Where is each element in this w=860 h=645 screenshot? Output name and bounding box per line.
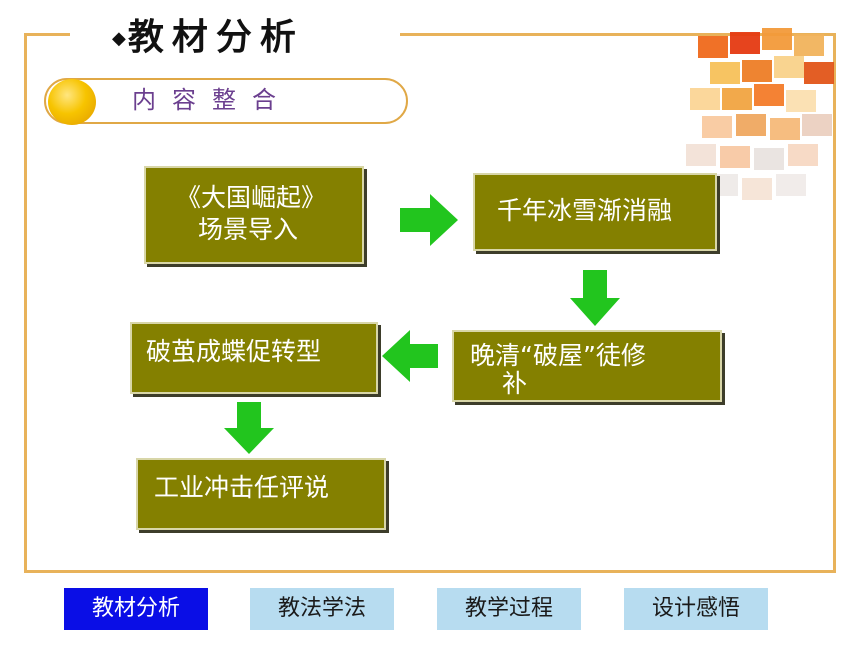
flow-box-industry-line1: 工业冲击任评说 xyxy=(154,473,330,502)
flow-box-intro-line1: 《大国崛起》 xyxy=(176,183,327,212)
right-arrow-icon xyxy=(400,194,458,246)
left-arrow-icon xyxy=(382,330,438,382)
slide-title: ◆教材分析 xyxy=(112,14,304,62)
flow-box-qing: 晚清“破屋”徒修 补 xyxy=(452,330,722,402)
flow-box-intro: 《大国崛起》 场景导入 xyxy=(144,166,364,264)
flow-box-industry: 工业冲击任评说 xyxy=(136,458,386,530)
nav-tab-textbook-analysis[interactable]: 教材分析 xyxy=(64,588,208,630)
flow-box-qing-line1: 晚清“破屋”徒修 xyxy=(470,341,646,370)
flow-box-transform-line1: 破茧成蝶促转型 xyxy=(146,337,322,366)
orange-ball-icon xyxy=(48,79,96,125)
slide-title-text: 教材分析 xyxy=(127,17,304,58)
nav-tab-design-reflection[interactable]: 设计感悟 xyxy=(624,588,768,630)
diamond-bullet-icon: ◆ xyxy=(112,28,126,49)
flow-box-intro-line2: 场景导入 xyxy=(198,215,299,244)
nav-tab-teaching-process[interactable]: 教学过程 xyxy=(437,588,581,630)
subtitle-pill xyxy=(44,78,408,124)
stacked-blocks-decoration xyxy=(686,28,834,200)
down-arrow-icon xyxy=(570,270,620,326)
flow-box-thaw: 千年冰雪渐消融 xyxy=(473,173,717,251)
down-arrow-icon xyxy=(224,402,274,454)
nav-tab-teaching-methods[interactable]: 教法学法 xyxy=(250,588,394,630)
flow-box-transform: 破茧成蝶促转型 xyxy=(130,322,378,394)
content-frame xyxy=(24,33,836,573)
flow-box-thaw-line1: 千年冰雪渐消融 xyxy=(497,196,673,225)
flow-box-qing-line2: 补 xyxy=(502,369,528,398)
subtitle-text: 内容整合 xyxy=(132,86,292,114)
